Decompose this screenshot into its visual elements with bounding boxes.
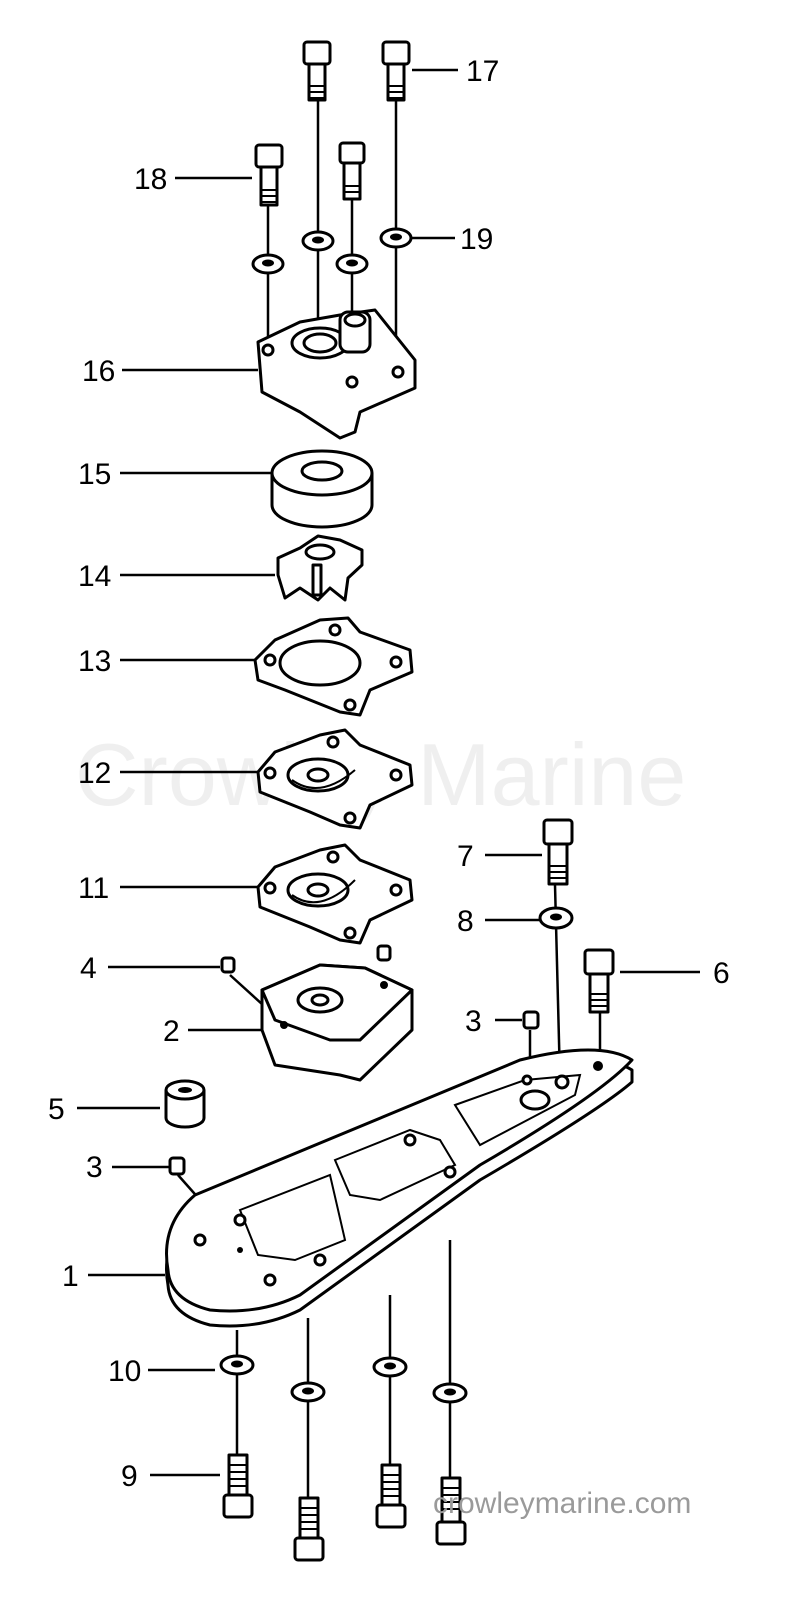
impeller-14 xyxy=(276,534,364,602)
bolt-18-left xyxy=(254,143,284,207)
bolt-7 xyxy=(542,818,574,886)
callout-labels: 17 18 19 16 15 14 13 12 11 7 8 4 6 2 3 5… xyxy=(48,55,730,1493)
dowel-pin-3-lower xyxy=(168,1156,186,1176)
wear-plate-11 xyxy=(256,843,414,945)
pin-4 xyxy=(220,956,236,974)
callout-12: 12 xyxy=(78,757,111,790)
gasket-13 xyxy=(253,616,414,717)
callout-3-lower: 3 xyxy=(86,1151,103,1184)
callout-7: 7 xyxy=(457,840,474,873)
callout-5: 5 xyxy=(48,1093,65,1126)
bolts-9 xyxy=(222,1453,467,1562)
adapter-plate-1 xyxy=(165,1048,634,1328)
site-credit: crowleymarine.com xyxy=(433,1487,691,1520)
dowel-pin-3-upper xyxy=(522,1010,540,1030)
pump-base-2 xyxy=(260,963,414,1082)
callout-14: 14 xyxy=(78,560,111,593)
callout-16: 16 xyxy=(82,355,115,388)
leader-lines xyxy=(77,68,700,1500)
bolt-6 xyxy=(583,948,615,1014)
callout-19: 19 xyxy=(460,223,493,256)
callout-9: 9 xyxy=(121,1460,138,1493)
callout-8: 8 xyxy=(457,905,474,938)
gasket-12 xyxy=(256,728,414,830)
callout-17: 17 xyxy=(466,55,499,88)
washers-19 xyxy=(251,227,413,275)
callout-3-upper: 3 xyxy=(465,1005,482,1038)
bolt-18-right xyxy=(338,141,366,201)
bolt-17-left xyxy=(302,40,332,102)
impeller-housing-liner-15 xyxy=(270,449,374,529)
callout-2: 2 xyxy=(163,1015,180,1048)
bolt-17-right xyxy=(381,40,411,102)
callout-1: 1 xyxy=(62,1260,79,1293)
pin-4b xyxy=(376,944,392,962)
callout-18: 18 xyxy=(134,163,167,196)
callout-6: 6 xyxy=(713,957,730,990)
washer-8 xyxy=(538,906,574,930)
callout-10: 10 xyxy=(108,1355,141,1388)
callout-4: 4 xyxy=(80,952,97,985)
callout-13: 13 xyxy=(78,645,111,678)
pump-housing-16 xyxy=(256,308,417,440)
callout-11: 11 xyxy=(78,872,109,905)
sleeve-5 xyxy=(164,1079,206,1129)
callout-15: 15 xyxy=(78,458,111,491)
washers-10 xyxy=(219,1354,468,1404)
